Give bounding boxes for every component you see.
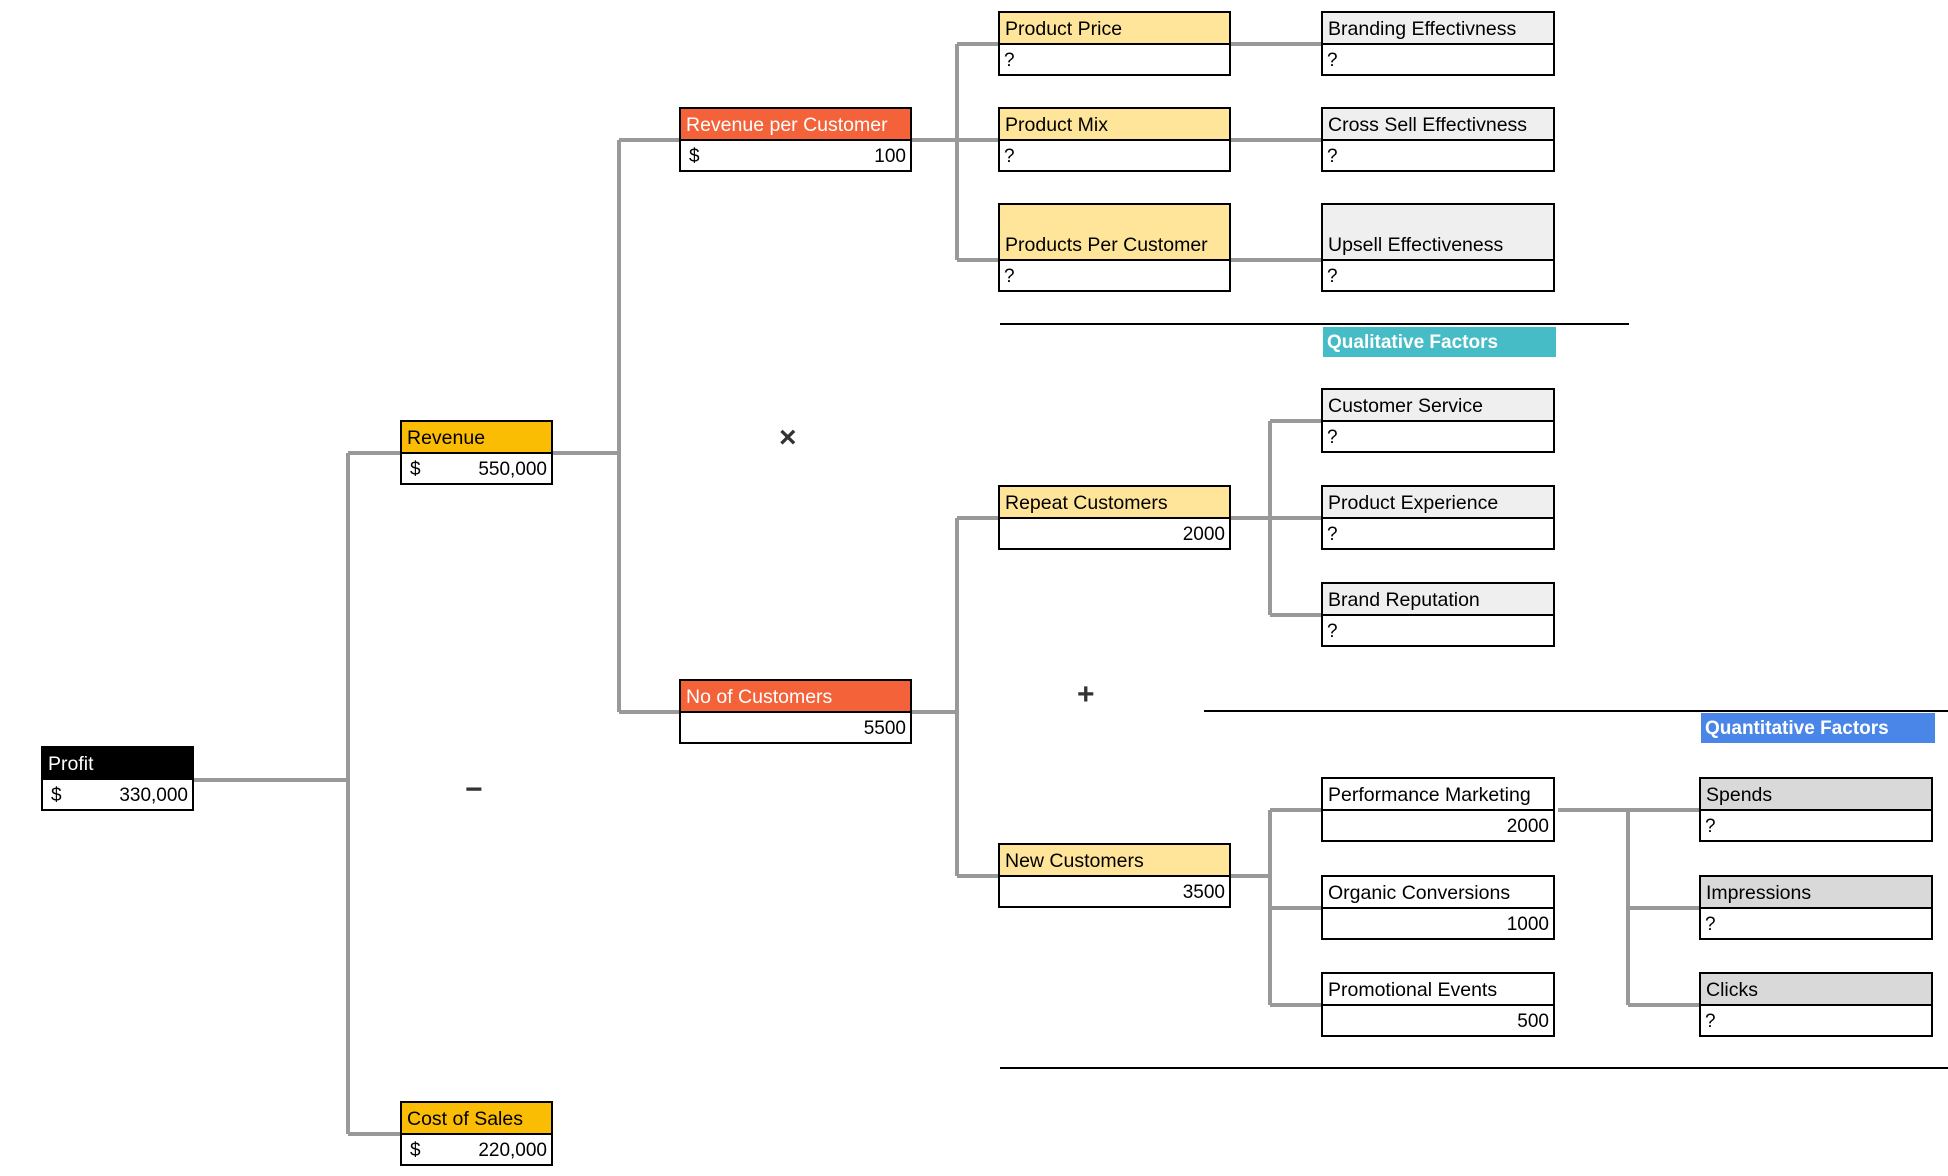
node-label: Branding Effectivness <box>1321 11 1555 44</box>
currency-symbol: $ <box>51 785 62 806</box>
node-label: Impressions <box>1699 875 1933 908</box>
spends-node: Spends ? <box>1699 777 1933 842</box>
node-label: Promotional Events <box>1321 972 1555 1005</box>
quantitative-factors-banner: Quantitative Factors <box>1701 713 1935 743</box>
node-value: ? <box>1321 615 1555 647</box>
node-label: Revenue <box>400 420 553 453</box>
node-value: ? <box>1699 908 1933 940</box>
node-value: ? <box>1321 44 1555 76</box>
clicks-node: Clicks ? <box>1699 972 1933 1037</box>
node-value: $ 220,000 <box>400 1134 553 1166</box>
repeat-customers-node: Repeat Customers 2000 <box>998 485 1231 550</box>
connector-profit <box>193 451 402 1136</box>
node-label: Organic Conversions <box>1321 875 1555 908</box>
separator-top <box>1000 323 1629 325</box>
cross-sell-effectiveness-node: Cross Sell Effectivness ? <box>1321 107 1555 172</box>
connector-revenue <box>552 138 681 714</box>
node-value: $ 330,000 <box>41 779 194 811</box>
value-number: 220,000 <box>478 1140 547 1161</box>
connector-rpc <box>910 42 1000 262</box>
separator-bottom <box>1000 1067 1948 1069</box>
node-label: Products Per Customer <box>998 203 1231 260</box>
value-number: 500 <box>1517 1011 1549 1032</box>
value-number: 1000 <box>1506 914 1549 935</box>
node-label: Profit <box>41 746 194 779</box>
node-label: Performance Marketing <box>1321 777 1555 810</box>
connector-customers <box>910 516 1000 878</box>
node-label: Upsell Effectiveness <box>1321 203 1555 260</box>
promotional-events-node: Promotional Events 500 <box>1321 972 1555 1037</box>
currency-symbol: $ <box>410 1140 421 1161</box>
node-value: 3500 <box>998 876 1231 908</box>
node-value: 1000 <box>1321 908 1555 940</box>
node-value: 2000 <box>998 518 1231 550</box>
value-number: 330,000 <box>119 785 188 806</box>
minus-operator: − <box>465 773 483 806</box>
node-label: Clicks <box>1699 972 1933 1005</box>
node-label: Product Price <box>998 11 1231 44</box>
separator-middle <box>1204 710 1948 712</box>
new-customers-node: New Customers 3500 <box>998 843 1231 908</box>
value-number: 2000 <box>1506 816 1549 837</box>
cost-of-sales-node: Cost of Sales $ 220,000 <box>400 1101 553 1166</box>
plus-operator: + <box>1077 678 1095 711</box>
value-number: 3500 <box>1182 882 1225 903</box>
product-mix-node: Product Mix ? <box>998 107 1231 172</box>
node-label: Brand Reputation <box>1321 582 1555 615</box>
revenue-node: Revenue $ 550,000 <box>400 420 553 485</box>
profit-node: Profit $ 330,000 <box>41 746 194 811</box>
value-number: 550,000 <box>478 459 547 480</box>
branding-effectiveness-node: Branding Effectivness ? <box>1321 11 1555 76</box>
connector-performance <box>1558 808 1701 1007</box>
customer-service-node: Customer Service ? <box>1321 388 1555 453</box>
times-operator: × <box>779 421 797 454</box>
node-label: Cross Sell Effectivness <box>1321 107 1555 140</box>
product-price-node: Product Price ? <box>998 11 1231 76</box>
impressions-node: Impressions ? <box>1699 875 1933 940</box>
revenue-per-customer-node: Revenue per Customer $ 100 <box>679 107 912 172</box>
node-value: 5500 <box>679 712 912 744</box>
value-number: 2000 <box>1182 524 1225 545</box>
product-experience-node: Product Experience ? <box>1321 485 1555 550</box>
brand-reputation-node: Brand Reputation ? <box>1321 582 1555 647</box>
node-value: ? <box>1321 140 1555 172</box>
node-value: ? <box>998 260 1231 292</box>
node-value: $ 100 <box>679 140 912 172</box>
no-of-customers-node: No of Customers 5500 <box>679 679 912 744</box>
value-number: 100 <box>874 146 906 167</box>
node-value: 500 <box>1321 1005 1555 1037</box>
node-value: 2000 <box>1321 810 1555 842</box>
node-value: ? <box>1321 421 1555 453</box>
upsell-effectiveness-node: Upsell Effectiveness ? <box>1321 203 1555 292</box>
organic-conversions-node: Organic Conversions 1000 <box>1321 875 1555 940</box>
currency-symbol: $ <box>410 459 421 480</box>
node-value: $ 550,000 <box>400 453 553 485</box>
node-value: ? <box>1321 260 1555 292</box>
node-value: ? <box>998 140 1231 172</box>
node-label: Revenue per Customer <box>679 107 912 140</box>
currency-symbol: $ <box>689 146 700 167</box>
node-value: ? <box>998 44 1231 76</box>
node-label: No of Customers <box>679 679 912 712</box>
qualitative-factors-banner: Qualitative Factors <box>1323 327 1556 357</box>
value-number: 5500 <box>863 718 906 739</box>
node-label: Spends <box>1699 777 1933 810</box>
node-label: Product Experience <box>1321 485 1555 518</box>
node-label: Customer Service <box>1321 388 1555 421</box>
node-label: Cost of Sales <box>400 1101 553 1134</box>
performance-marketing-node: Performance Marketing 2000 <box>1321 777 1555 842</box>
node-value: ? <box>1321 518 1555 550</box>
node-label: Repeat Customers <box>998 485 1231 518</box>
node-label: Product Mix <box>998 107 1231 140</box>
node-label: New Customers <box>998 843 1231 876</box>
products-per-customer-node: Products Per Customer ? <box>998 203 1231 292</box>
node-value: ? <box>1699 810 1933 842</box>
node-value: ? <box>1699 1005 1933 1037</box>
